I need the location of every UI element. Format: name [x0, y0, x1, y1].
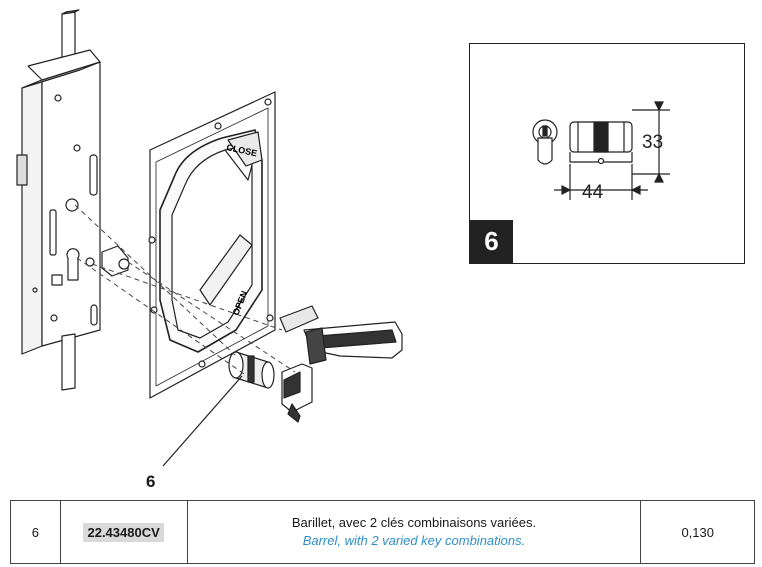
alignment-lines [74, 204, 296, 379]
inset-item-badge: 6 [470, 220, 513, 263]
callout-number: 6 [146, 472, 156, 491]
table-row: 6 22.43480CV Barillet, avec 2 clés combi… [10, 500, 755, 564]
barrel-side-view [569, 121, 633, 165]
dimension-width-label: 44 [582, 182, 604, 203]
callout-leader-line [162, 375, 243, 467]
cylinder-barrel [228, 351, 275, 389]
part-weight-cell: 0,130 [640, 500, 755, 564]
dimension-height-label: 33 [642, 132, 664, 153]
description-english: Barrel, with 2 varied key combinations. [302, 533, 526, 548]
cylinder-cover [281, 363, 313, 423]
part-reference-cell: 22.43480CV [59, 500, 188, 564]
cylinder-dimension-drawing [532, 101, 670, 200]
lock-body [16, 49, 101, 355]
exploded-assembly-drawing: CLOSE OPEN [16, 9, 403, 467]
height-dimension-marks [632, 101, 670, 183]
part-reference: 22.43480CV [83, 522, 164, 542]
lever-handle [279, 305, 403, 365]
handle-housing [159, 129, 263, 353]
description-french: Barillet, avec 2 clés combinaisons varié… [291, 515, 537, 530]
latch-part [101, 245, 130, 277]
cylinder-dimension-inset: 33 44 6 [469, 43, 745, 264]
lock-rod-bottom [61, 333, 76, 391]
width-dimension-marks [554, 164, 648, 200]
parts-table: 6 22.43480CV Barillet, avec 2 clés combi… [10, 500, 755, 564]
part-index-cell: 6 [10, 500, 61, 564]
part-description-cell: Barillet, avec 2 clés combinaisons varié… [186, 500, 642, 564]
keyhole-front-view [532, 119, 558, 165]
